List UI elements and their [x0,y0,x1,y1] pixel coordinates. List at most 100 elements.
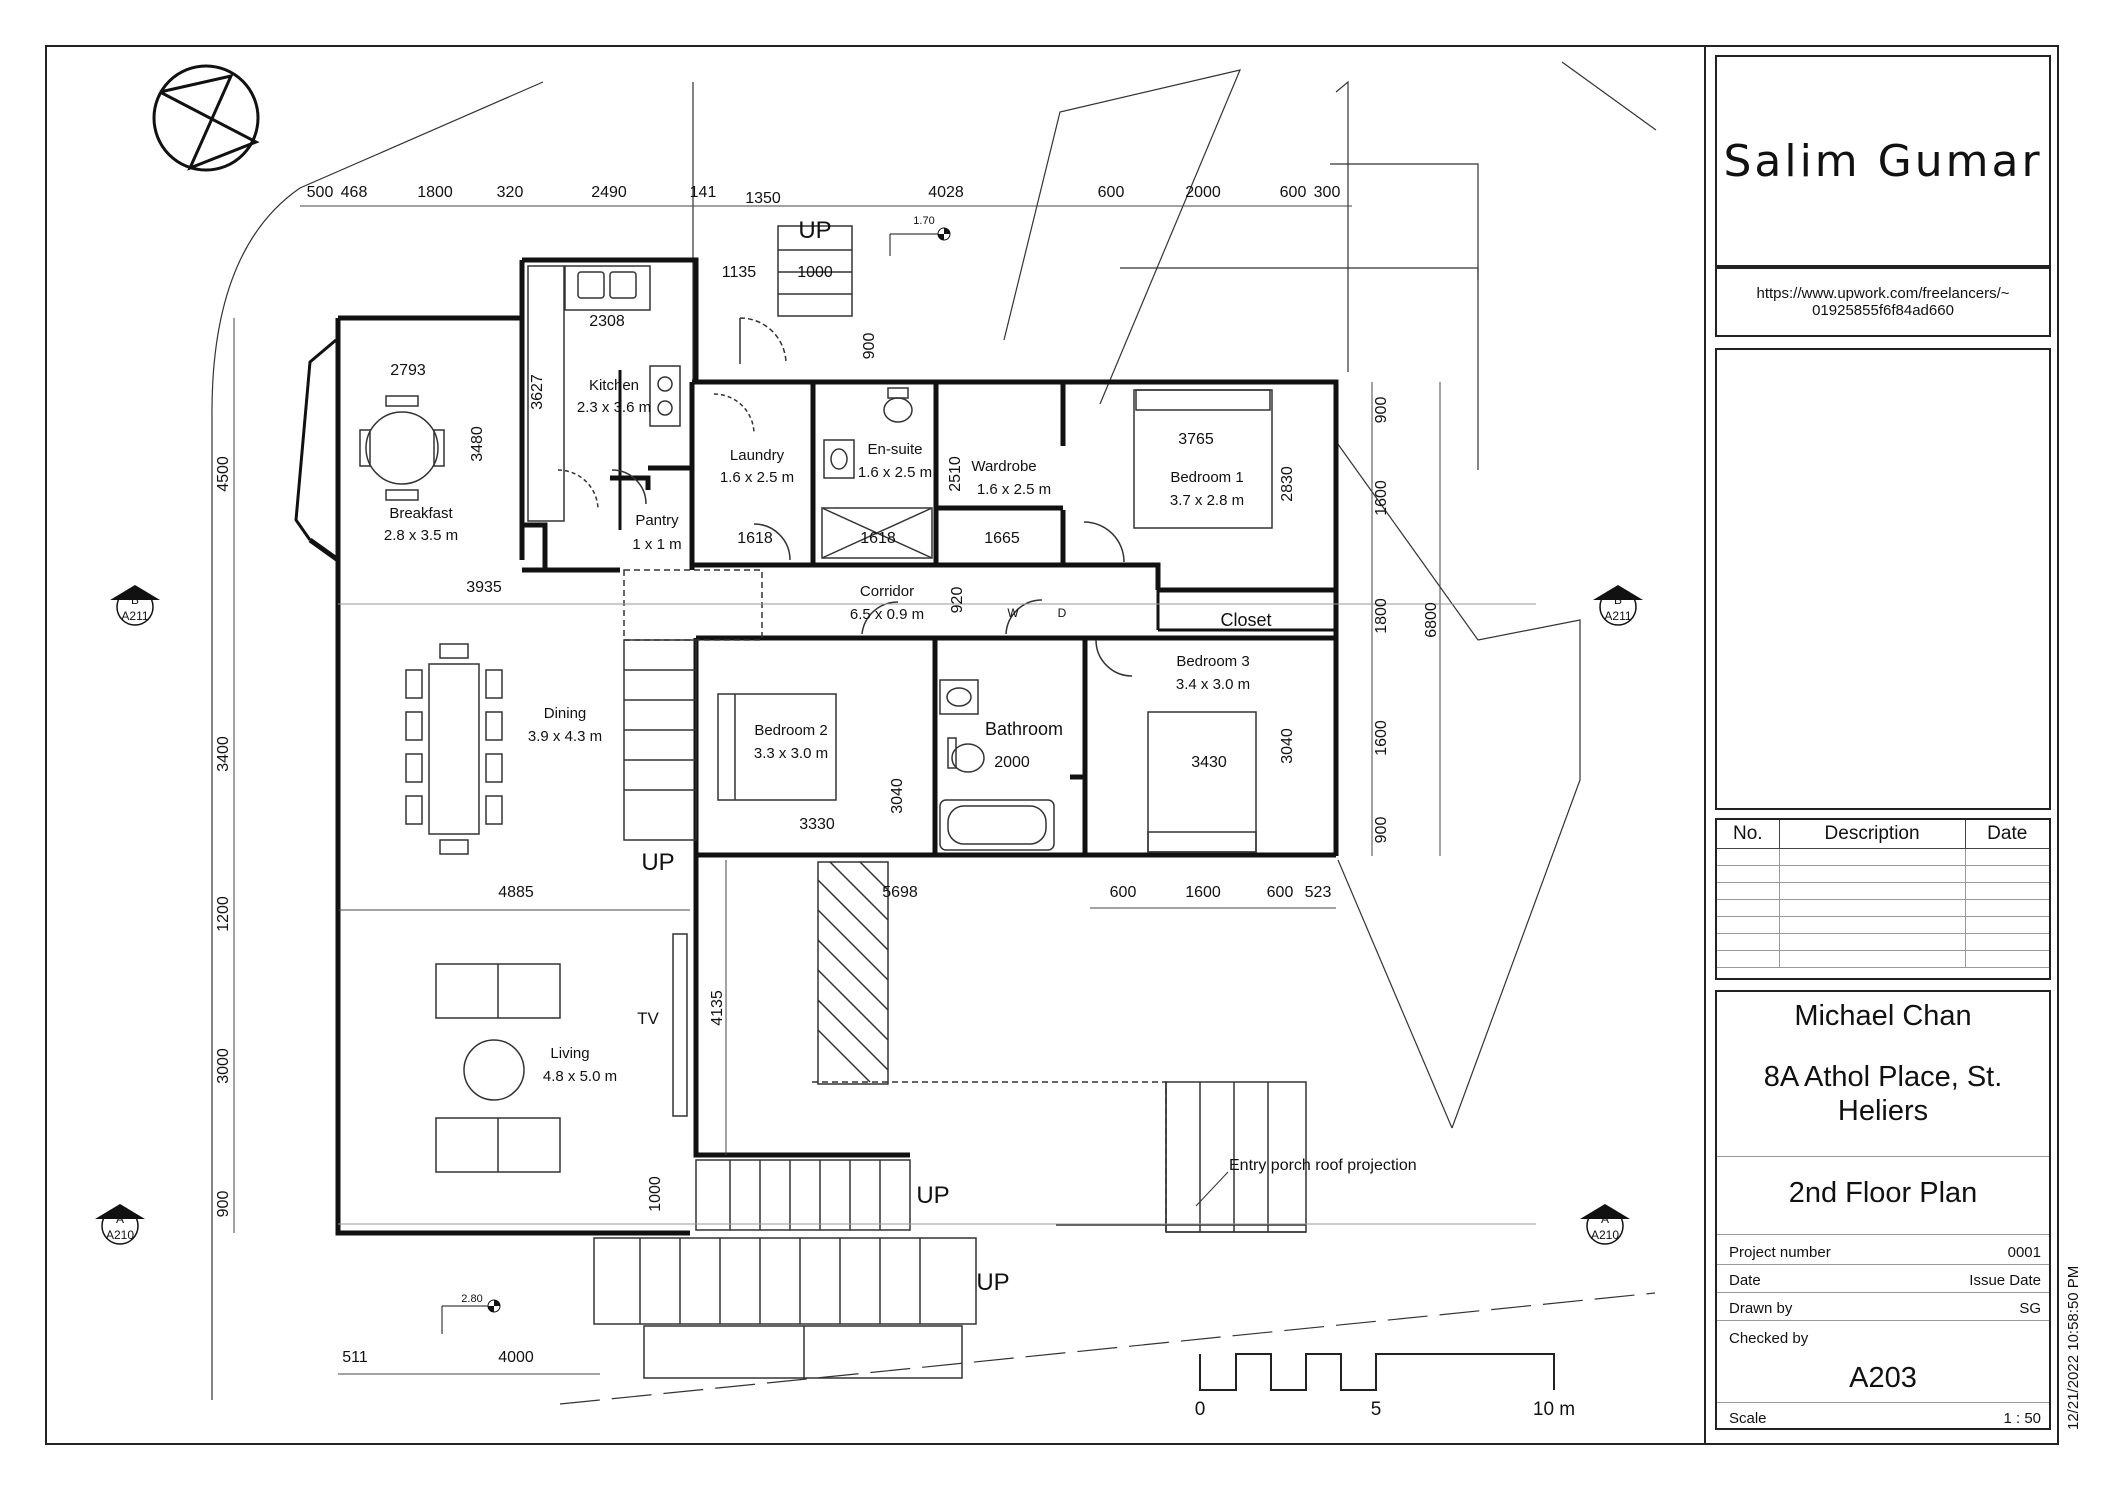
scale-label-5: 5 [1371,1399,1382,1420]
top-dimensions: 500 468 1800 320 2490 141 1350 4028 600 … [307,184,1341,207]
dim-3627: 3627 [529,374,546,410]
level-marker-2 [441,1299,501,1334]
dim-900c: 900 [1373,817,1390,844]
dim-3765: 3765 [1178,431,1214,448]
room-breakfast-name: Breakfast [389,505,453,522]
section-marker-a-left [95,1204,145,1245]
dim-600a: 600 [1110,884,1137,901]
title-block-firm: Salim Gumar [1715,55,2051,267]
dim-top-1800: 1800 [417,184,453,201]
dim-3400: 3400 [215,736,232,772]
firm-name: Salim Gumar [1723,135,2043,187]
project-number-label: Project number [1729,1244,1831,1261]
revision-table: No. Description Date [1715,818,2051,980]
porch-note: Entry porch roof projection [1229,1157,1417,1174]
section-marker-b-left [110,585,160,626]
dim-top-1350: 1350 [745,190,781,207]
dim-3430: 3430 [1191,754,1227,771]
dim-1800: 1800 [1373,598,1390,634]
room-closet-name: Closet [1220,610,1271,630]
dim-2830: 2830 [1279,466,1296,502]
sheet-name: 2nd Floor Plan [1788,1177,1978,1209]
room-bedroom1-size: 3.7 x 2.8 m [1170,492,1244,509]
scale-value: 1 : 50 [2003,1410,2041,1427]
dim-3040a: 3040 [1279,728,1296,764]
revision-col-no: No. [1717,820,1780,848]
dim-600b: 600 [1267,884,1294,901]
vertical-dimensions: 900 3627 3480 4500 2510 2830 920 900 160… [215,333,1440,1218]
room-ensuite-size: 1.6 x 2.5 m [858,464,932,481]
dim-top-320: 320 [497,184,524,201]
dim-1600a: 1600 [1373,480,1390,516]
room-wardrobe-name: Wardrobe [971,458,1036,475]
revision-row [1717,866,2049,883]
dim-1200: 1200 [215,896,232,932]
dim-2793: 2793 [390,362,426,379]
revision-row [1717,849,2049,866]
room-bedroom3-size: 3.4 x 3.0 m [1176,676,1250,693]
revision-row [1717,883,2049,900]
section-a-right-ref: A210 [1591,1228,1619,1242]
dim-3000: 3000 [215,1048,232,1084]
stair-up-label-2: UP [641,849,674,876]
room-pantry-size: 1 x 1 m [632,536,681,553]
tv-label: TV [637,1009,659,1028]
dim-4135: 4135 [709,990,726,1026]
section-a-right-letter: A [1601,1212,1609,1226]
room-pantry-name: Pantry [635,512,679,529]
revision-row [1717,934,2049,951]
revision-row [1717,951,2049,968]
dim-top-468: 468 [341,184,368,201]
revision-table-header: No. Description Date [1717,820,2049,849]
room-dining-size: 3.9 x 4.3 m [528,728,602,745]
dim-1000b: 1000 [647,1176,664,1212]
room-bedroom2-size: 3.3 x 3.0 m [754,745,828,762]
section-a-left-ref: A210 [106,1228,134,1242]
room-bedroom3-name: Bedroom 3 [1176,653,1249,670]
dim-4000: 4000 [498,1349,534,1366]
dim-3330: 3330 [799,816,835,833]
room-living-name: Living [550,1045,589,1062]
dim-2510: 2510 [947,456,964,492]
wardrobe-w-label: W [1007,606,1019,620]
checked-by-label: Checked by [1729,1330,1809,1347]
url-line-1: https://www.upwork.com/freelancers/~ [1756,285,2010,302]
stair-up-label-3: UP [916,1182,949,1209]
revision-row [1717,900,2049,917]
room-living-size: 4.8 x 5.0 m [543,1068,617,1085]
date-row: Date Issue Date [1729,1272,2041,1289]
dim-1665: 1665 [984,530,1020,547]
interior-dimensions: 1135 1000 2308 2793 3935 1618 1618 1665 … [342,264,1331,1366]
dimension-lines [233,205,1536,1375]
date-label: Date [1729,1272,1761,1289]
dim-top-141: 141 [690,184,717,201]
section-b-left-ref: A211 [121,609,148,623]
dim-900b: 900 [1373,397,1390,424]
revision-row [1717,917,2049,934]
room-ensuite-name: En-suite [867,441,922,458]
dim-1618b: 1618 [860,530,896,547]
dim-1618a: 1618 [737,530,773,547]
room-labels: Kitchen 2.3 x 3.6 m Breakfast 2.8 x 3.5 … [384,377,1272,1085]
dim-900d: 900 [215,1191,232,1218]
north-arrow-icon [152,64,260,172]
sheet-number: A203 [1849,1362,1917,1394]
room-wardrobe-size: 1.6 x 2.5 m [977,481,1051,498]
room-corridor-name: Corridor [860,583,914,600]
wardrobe-d-label: D [1058,606,1067,620]
dim-1600b: 1600 [1373,720,1390,756]
dim-top-2490: 2490 [591,184,627,201]
level-2-value: 2.80 [461,1293,482,1305]
section-b-right-ref: A211 [1604,609,1631,623]
dim-3935: 3935 [466,579,502,596]
stair-up-label-1: UP [798,217,831,244]
room-kitchen-name: Kitchen [589,377,639,394]
title-block-main: Michael Chan 8A Athol Place, St. Heliers… [1715,990,2051,1430]
scale-label: Scale [1729,1410,1767,1427]
section-marker-b-right [1593,585,1643,626]
section-marker-a-right [1580,1204,1630,1245]
dim-5698: 5698 [882,884,918,901]
sheet-border [45,45,2059,1445]
dim-2000: 2000 [994,754,1030,771]
room-corridor-size: 6.5 x 0.9 m [850,606,924,623]
